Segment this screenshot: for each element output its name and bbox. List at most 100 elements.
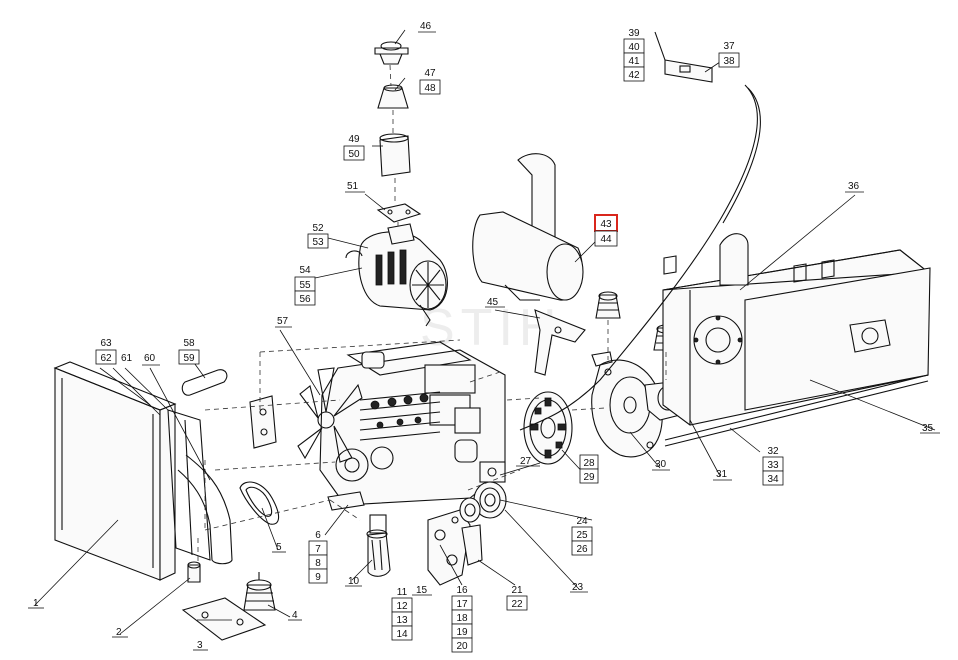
svg-text:59: 59 bbox=[183, 353, 195, 364]
callout-2: 2 bbox=[112, 627, 128, 638]
callout-6-9: 6 7 8 9 bbox=[308, 530, 328, 584]
svg-text:28: 28 bbox=[583, 458, 595, 469]
callout-49-50: 49 50 bbox=[343, 134, 365, 161]
fan-belt bbox=[239, 481, 280, 525]
callout-23: 23 bbox=[570, 582, 588, 593]
svg-text:1: 1 bbox=[33, 598, 39, 609]
svg-text:6: 6 bbox=[315, 530, 321, 541]
svg-text:21: 21 bbox=[511, 585, 523, 596]
callout-52-53: 52 53 bbox=[307, 223, 329, 249]
cable-loom bbox=[519, 84, 761, 431]
svg-text:62: 62 bbox=[100, 353, 112, 364]
svg-text:12: 12 bbox=[396, 601, 408, 612]
svg-text:16: 16 bbox=[456, 585, 468, 596]
mount-21 bbox=[461, 524, 483, 566]
svg-text:34: 34 bbox=[767, 474, 779, 485]
svg-text:44: 44 bbox=[600, 234, 612, 245]
svg-text:53: 53 bbox=[312, 237, 324, 248]
svg-text:22: 22 bbox=[511, 599, 523, 610]
callout-51: 51 bbox=[345, 181, 365, 193]
svg-text:41: 41 bbox=[628, 56, 640, 67]
muffler-bracket-45 bbox=[534, 309, 586, 376]
support-plate-6 bbox=[327, 491, 365, 511]
bolt-2 bbox=[187, 561, 201, 583]
svg-text:11: 11 bbox=[397, 587, 408, 598]
svg-text:49: 49 bbox=[348, 134, 360, 145]
callout-43-44: 43 44 bbox=[594, 214, 618, 247]
svg-text:27: 27 bbox=[520, 456, 532, 467]
svg-text:37: 37 bbox=[723, 41, 735, 52]
svg-text:52: 52 bbox=[312, 223, 324, 234]
svg-text:9: 9 bbox=[315, 572, 321, 583]
svg-text:50: 50 bbox=[348, 149, 360, 160]
svg-text:4: 4 bbox=[292, 610, 298, 621]
generator-rail bbox=[664, 374, 929, 447]
svg-text:56: 56 bbox=[299, 294, 311, 305]
pipe-49 bbox=[379, 133, 411, 177]
callout-46: 46 bbox=[418, 21, 436, 33]
air-cleaner bbox=[345, 223, 448, 327]
callout-37-38: 37 38 bbox=[718, 41, 740, 68]
oil-filter bbox=[366, 514, 391, 577]
rain-cap bbox=[374, 41, 409, 65]
svg-text:39: 39 bbox=[628, 28, 640, 39]
callout-5: 5 bbox=[272, 542, 286, 553]
generator-unit bbox=[662, 233, 931, 426]
reducer-47 bbox=[377, 84, 409, 109]
engine-mount-16 bbox=[427, 509, 471, 586]
bracket-plate bbox=[249, 395, 277, 449]
callout-58-59: 58 59 bbox=[178, 338, 200, 365]
svg-text:51: 51 bbox=[347, 181, 359, 192]
svg-text:8: 8 bbox=[315, 558, 321, 569]
callout-1: 1 bbox=[28, 598, 44, 609]
svg-text:24: 24 bbox=[576, 516, 588, 527]
svg-text:35: 35 bbox=[922, 423, 934, 434]
svg-text:47: 47 bbox=[424, 68, 436, 79]
svg-text:31: 31 bbox=[716, 469, 728, 480]
callout-21-22: 21 22 bbox=[506, 585, 528, 611]
callout-35: 35 bbox=[920, 423, 940, 434]
callout-15: 15 bbox=[412, 585, 432, 596]
svg-text:7: 7 bbox=[315, 544, 321, 555]
engine-block bbox=[319, 341, 506, 506]
svg-text:5: 5 bbox=[276, 542, 282, 553]
svg-text:13: 13 bbox=[396, 615, 408, 626]
muffler bbox=[472, 153, 584, 301]
callout-3: 3 bbox=[193, 640, 208, 651]
callout-45: 45 bbox=[485, 297, 505, 308]
leader-lines bbox=[34, 29, 936, 635]
callout-11-14: 11 12 13 14 bbox=[391, 587, 413, 641]
callout-28-29: 28 29 bbox=[579, 454, 599, 484]
svg-text:14: 14 bbox=[396, 629, 408, 640]
svg-text:15: 15 bbox=[416, 585, 428, 596]
svg-text:58: 58 bbox=[183, 338, 195, 349]
svg-text:19: 19 bbox=[456, 627, 468, 638]
svg-text:46: 46 bbox=[420, 21, 432, 32]
svg-text:17: 17 bbox=[456, 599, 468, 610]
mount-4 bbox=[243, 572, 276, 611]
svg-text:29: 29 bbox=[583, 472, 595, 483]
callout-24-26: 24 25 26 bbox=[571, 516, 593, 556]
svg-text:36: 36 bbox=[848, 181, 860, 192]
hose-60 bbox=[177, 454, 233, 565]
base-plate-3 bbox=[181, 597, 267, 641]
callout-47-48: 47 48 bbox=[419, 68, 441, 95]
svg-text:26: 26 bbox=[576, 544, 588, 555]
svg-text:33: 33 bbox=[767, 460, 779, 471]
callout-39-42: 39 40 41 42 bbox=[623, 28, 645, 82]
callout-27: 27 bbox=[516, 456, 540, 467]
svg-text:32: 32 bbox=[767, 446, 779, 457]
svg-text:55: 55 bbox=[299, 280, 311, 291]
callout-31: 31 bbox=[713, 469, 732, 481]
svg-text:2: 2 bbox=[116, 627, 122, 638]
svg-text:23: 23 bbox=[572, 582, 584, 593]
watermark: STIH bbox=[420, 299, 562, 357]
upper-hose-58 bbox=[181, 369, 228, 396]
flange-51 bbox=[376, 203, 422, 223]
callout-60: 60 bbox=[142, 353, 160, 366]
svg-text:63: 63 bbox=[100, 338, 112, 349]
callout-16-20: 16 17 18 19 20 bbox=[451, 585, 473, 653]
callout-61: 61 bbox=[121, 353, 133, 364]
switch-assembly bbox=[654, 31, 713, 83]
